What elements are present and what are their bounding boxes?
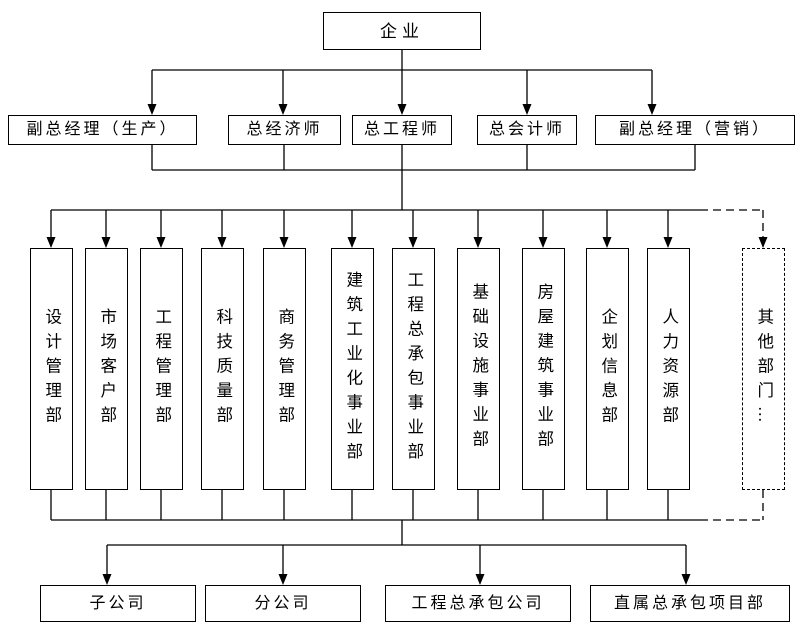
org-node-epc-company: 工程总承包公司 <box>385 585 571 622</box>
org-node-label: 工程管理部 <box>152 307 172 431</box>
org-node-deputy-gm-marketing: 副总经理（营销） <box>595 115 795 145</box>
org-node-planning-information: 企划信息部 <box>586 248 629 490</box>
org-node-deputy-gm-production: 副总经理（生产） <box>8 115 197 145</box>
org-node-label: 基础设施事业部 <box>469 283 489 455</box>
org-node-tech-quality: 科技质量部 <box>201 248 244 490</box>
arrow-down-icon <box>147 104 157 115</box>
org-node-enterprise: 企业 <box>323 12 481 50</box>
org-node-housing-construction-division: 房屋建筑事业部 <box>522 248 565 490</box>
org-node-label: 分公司 <box>254 594 312 612</box>
arrow-down-icon <box>538 237 548 248</box>
org-node-label: 设计管理部 <box>42 307 62 431</box>
arrowheads <box>46 104 768 585</box>
org-node-epc-division: 工程总承包事业部 <box>392 248 435 490</box>
org-node-label: 市场客户部 <box>97 307 117 431</box>
arrow-down-icon <box>278 574 288 585</box>
org-node-label: 工程总承包事业部 <box>404 271 424 467</box>
arrow-down-icon <box>408 237 418 248</box>
arrow-down-icon <box>156 237 166 248</box>
arrow-down-icon <box>522 104 532 115</box>
org-node-chief-engineer: 总工程师 <box>352 115 452 145</box>
org-node-design-management: 设计管理部 <box>30 248 73 490</box>
org-node-chief-economist: 总经济师 <box>228 115 341 145</box>
org-node-label: 总经济师 <box>246 121 323 138</box>
org-node-label: 建筑工业化事业部 <box>343 271 363 467</box>
arrow-down-icon <box>663 237 673 248</box>
org-node-label: 直属总承包项目部 <box>613 594 766 612</box>
org-node-infrastructure-division: 基础设施事业部 <box>457 248 500 490</box>
org-node-market-customer: 市场客户部 <box>85 248 128 490</box>
org-node-building-industrialization-division: 建筑工业化事业部 <box>331 248 374 490</box>
org-node-label: 总工程师 <box>363 121 440 138</box>
org-node-subsidiary: 子公司 <box>40 585 196 622</box>
org-node-label: 企业 <box>380 21 424 41</box>
arrow-down-icon <box>278 104 288 115</box>
org-node-label: 总会计师 <box>488 121 565 138</box>
arrow-down-icon <box>102 574 112 585</box>
arrow-down-icon <box>347 237 357 248</box>
arrow-down-icon <box>217 237 227 248</box>
org-node-label: 科技质量部 <box>213 307 233 431</box>
org-node-label: 企划信息部 <box>598 307 618 431</box>
org-node-engineering-management: 工程管理部 <box>140 248 183 490</box>
arrow-down-icon <box>46 237 56 248</box>
org-node-label: 工程总承包公司 <box>411 594 545 612</box>
org-node-label: 商务管理部 <box>275 307 295 431</box>
org-node-other-departments: 其他部门… <box>742 248 785 490</box>
org-node-label: 子公司 <box>89 594 147 612</box>
arrow-down-icon <box>473 237 483 248</box>
arrow-down-icon <box>602 237 612 248</box>
arrow-down-icon <box>475 574 485 585</box>
org-node-direct-project-dept: 直属总承包项目部 <box>590 585 790 622</box>
org-node-label: 其他部门… <box>754 307 774 431</box>
arrow-down-icon <box>397 104 407 115</box>
org-node-label: 人力资源部 <box>659 307 679 431</box>
arrow-down-icon <box>279 237 289 248</box>
org-node-label: 副总经理（生产） <box>26 121 179 138</box>
connector-lines <box>50 50 764 574</box>
org-node-chief-accountant: 总会计师 <box>477 115 577 145</box>
org-node-label: 房屋建筑事业部 <box>534 283 554 455</box>
arrow-down-icon <box>101 237 111 248</box>
org-node-human-resources: 人力资源部 <box>647 248 690 490</box>
org-node-label: 副总经理（营销） <box>618 121 771 138</box>
arrow-down-icon <box>681 574 691 585</box>
dashed-connector <box>700 209 764 521</box>
org-node-branch-company: 分公司 <box>205 585 361 622</box>
arrow-down-icon <box>647 104 657 115</box>
org-node-business-management: 商务管理部 <box>263 248 306 490</box>
arrow-down-icon <box>758 237 768 248</box>
